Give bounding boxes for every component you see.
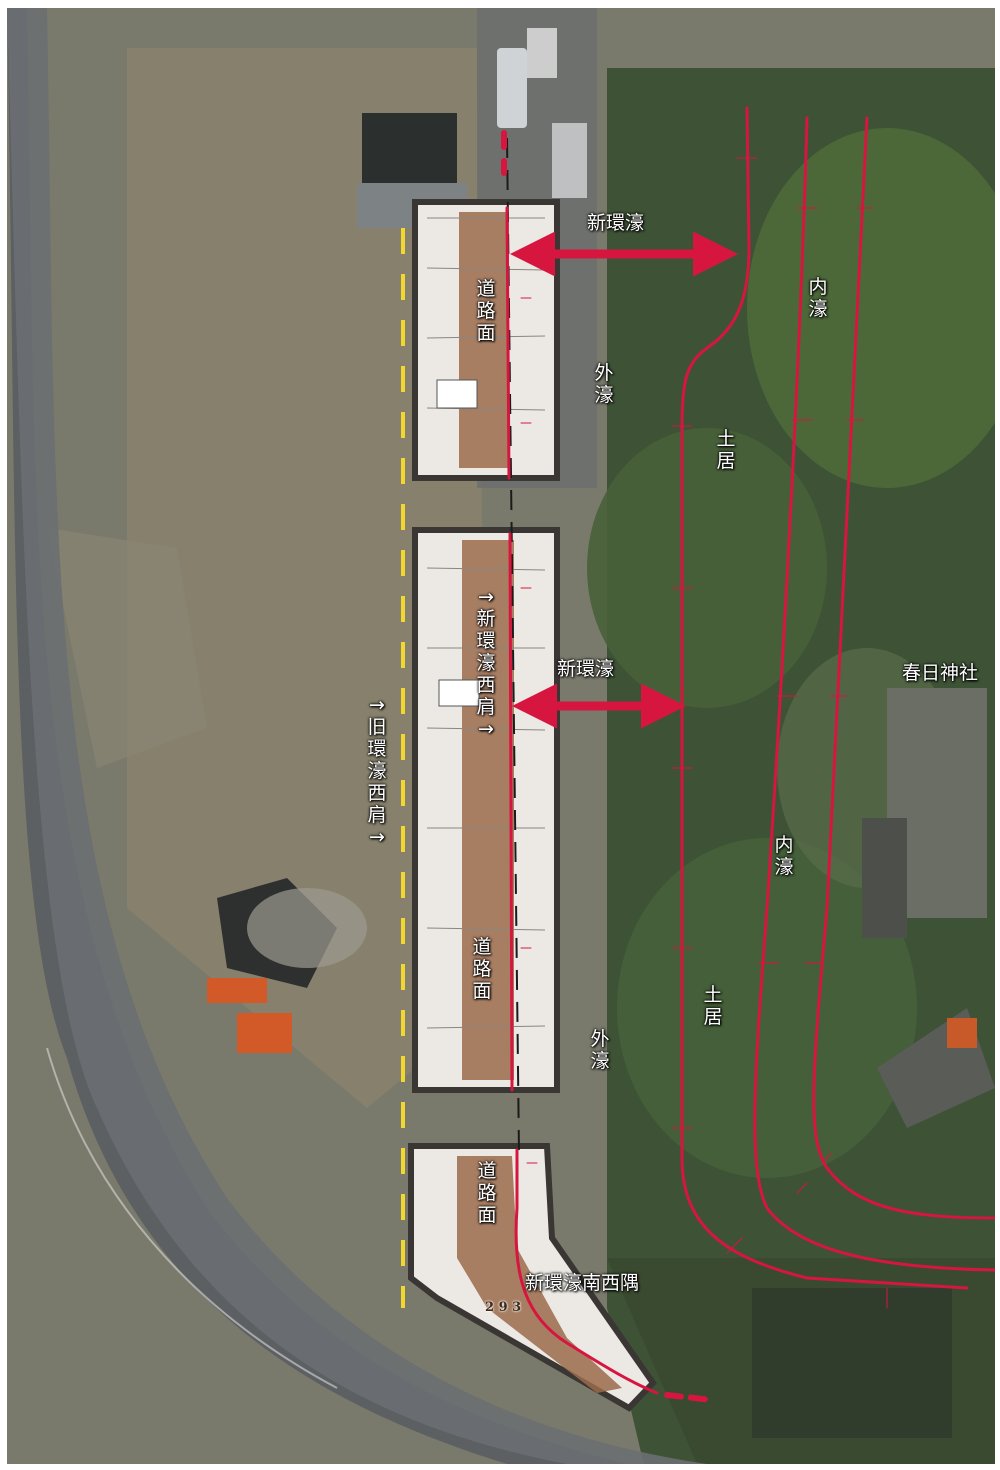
car: [497, 48, 527, 128]
label-road-surface-2: 道路面: [472, 936, 492, 1002]
label-kasuga-shrine: 春日神社: [902, 662, 979, 684]
label-old-moat-west-shoulder: →旧環濠西肩→: [367, 694, 387, 848]
label-road-surface-3: 道路面: [477, 1160, 497, 1226]
label-new-moat-west-shoulder: →新環濠西肩→: [476, 586, 496, 740]
excavation-trench-middle: [412, 527, 560, 1093]
label-outer-moat-1: 外濠: [594, 362, 614, 406]
label-inner-moat-1: 内濠: [808, 276, 828, 320]
label-new-moat-top: 新環濠: [587, 212, 645, 234]
map-graphics: [7, 8, 995, 1464]
vacant-lot: [127, 48, 487, 1108]
label-outer-moat-2: 外濠: [590, 1028, 610, 1072]
aerial-map: 新環濠 新環濠 外濠 外濠 土居 土居 内濠 内濠 道路面 道路面 道路面 →新…: [7, 8, 995, 1464]
label-new-moat-southwest-corner: 新環濠南西隅: [525, 1272, 640, 1294]
excavation-trench-north: [412, 199, 560, 481]
label-inner-moat-2: 内濠: [774, 834, 794, 878]
shed: [362, 113, 457, 193]
label-earthwork-2: 土居: [703, 984, 723, 1028]
label-earthwork-1: 土居: [716, 428, 736, 472]
excavation-trench-south: [408, 1143, 657, 1412]
label-new-moat-mid: 新環濠: [557, 658, 615, 680]
new-moat-lines: [501, 106, 995, 1403]
label-road-surface-1: 道路面: [476, 278, 496, 344]
survey-point-number: 2 9 3: [485, 1300, 522, 1315]
